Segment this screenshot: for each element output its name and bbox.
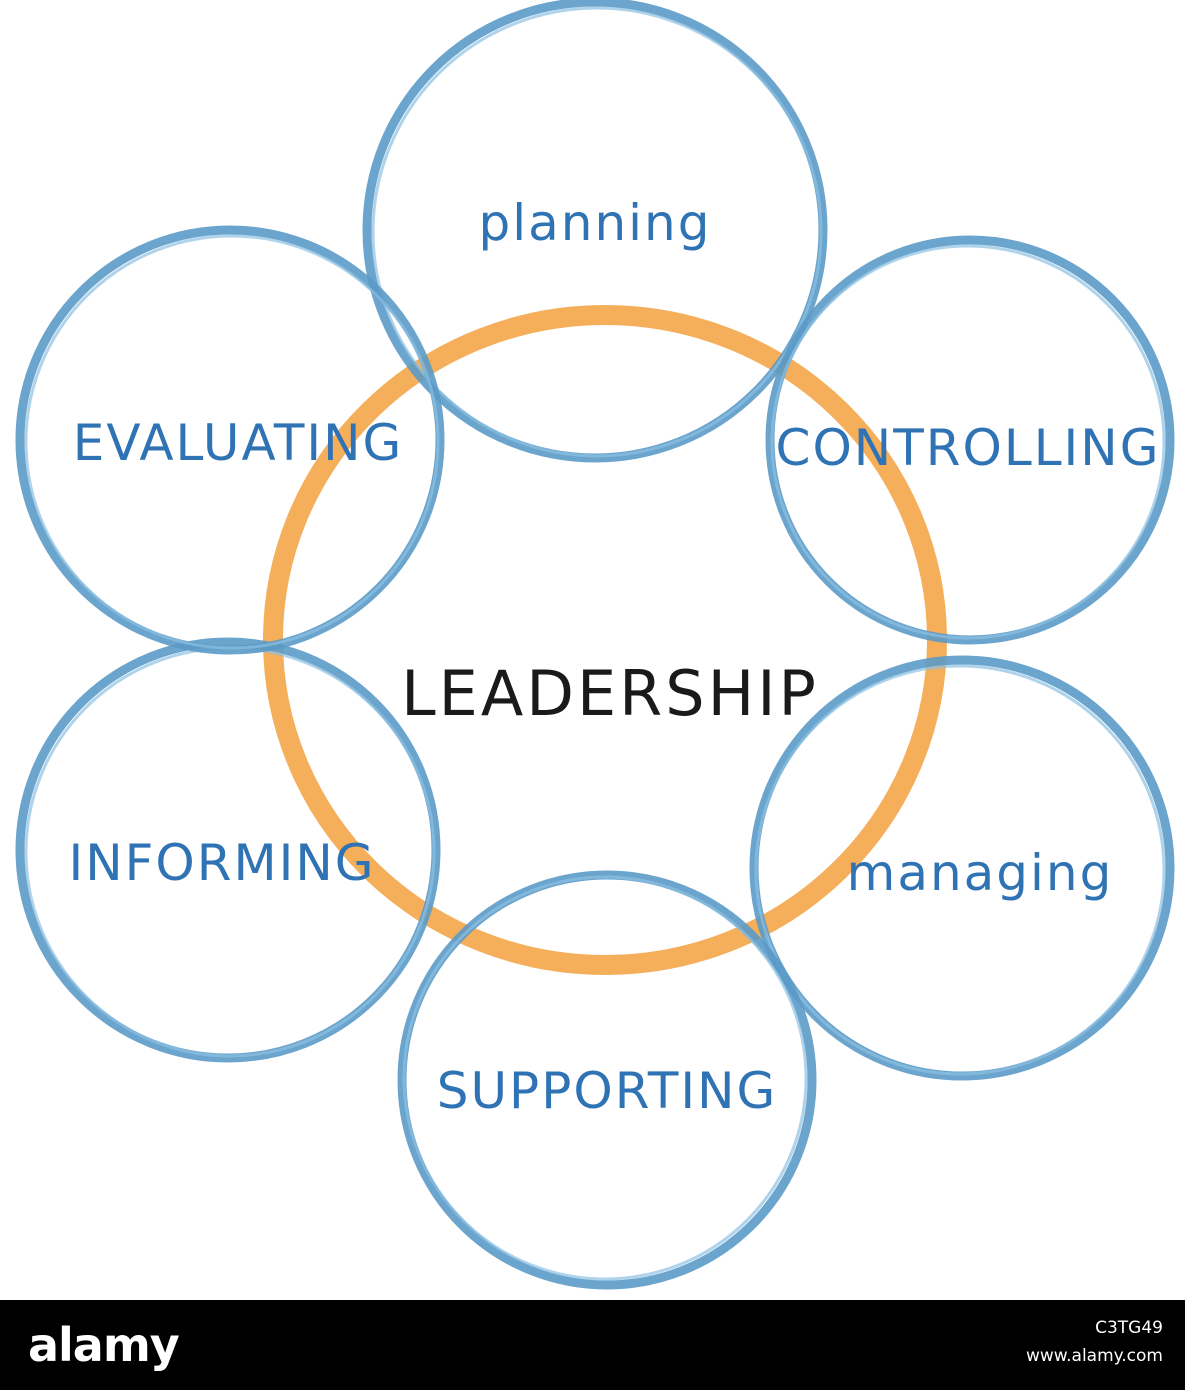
node-ring-controlling (765, 235, 1175, 645)
alamy-logo: alamy (28, 1318, 180, 1372)
node-label-controlling: CONTROLLING (776, 419, 1161, 477)
watermark-footer: alamy C3TG49 www.alamy.com (0, 1300, 1185, 1390)
node-ring-evaluating (15, 225, 445, 655)
node-ring-planning (362, 0, 828, 463)
leadership-diagram: planning CONTROLLING managing SUPPORTING… (15, 0, 1175, 1290)
node-label-informing: INFORMING (68, 834, 375, 892)
node-label-planning: planning (479, 194, 712, 252)
stock-url: www.alamy.com (1025, 1346, 1163, 1366)
stock-image-id: C3TG49 (1095, 1318, 1163, 1338)
node-label-managing: managing (847, 844, 1114, 902)
center-label: LEADERSHIP (401, 657, 819, 730)
node-label-supporting: SUPPORTING (437, 1062, 778, 1120)
node-ring-managing (749, 655, 1175, 1081)
node-ring-supporting (397, 870, 817, 1290)
node-label-evaluating: EVALUATING (73, 414, 404, 472)
